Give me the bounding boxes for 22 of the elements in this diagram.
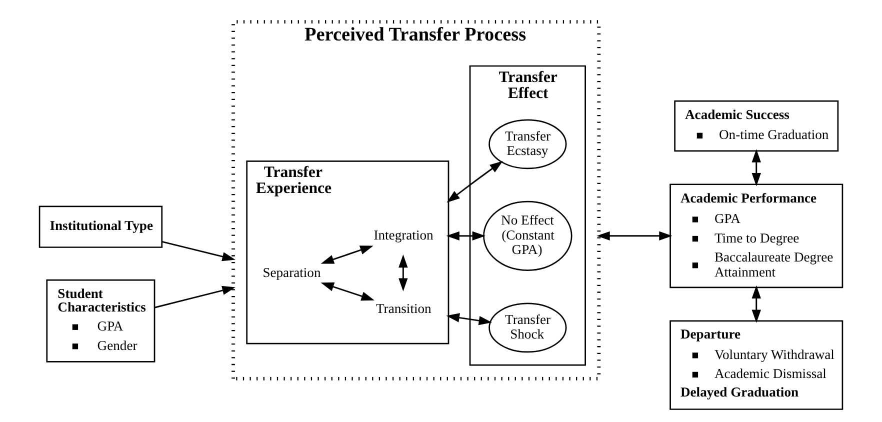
node-box: Academic Success On-time Graduation [674, 100, 839, 152]
arrow [320, 282, 374, 301]
node-ellipse: Transfer Ecstasy [488, 119, 567, 170]
arrow [446, 160, 503, 203]
arrow [154, 286, 236, 308]
node-box: Student Characteristics GPA Gender [46, 279, 156, 362]
node-box: Institutional Type [38, 206, 163, 248]
node-text: Separation [262, 264, 321, 280]
arrow [596, 231, 672, 241]
arrow [162, 240, 236, 262]
node-ellipse: Transfer Shock [488, 302, 567, 353]
node-text: Integration [374, 227, 434, 242]
arrow [446, 313, 492, 326]
node-text: Transition [376, 301, 432, 316]
node-box: Departure Voluntary Withdrawal Academic Dismissal Delayed Graduation [670, 320, 844, 410]
node-box: Academic Performance GPA Time to Degree Baccalaureate Degree Attainment [670, 184, 844, 288]
node-ellipse: No Effect (Constant GPA) [483, 200, 572, 271]
arrow [446, 231, 486, 241]
arrow [398, 254, 408, 292]
arrow [752, 149, 761, 186]
arrow [320, 246, 374, 264]
arrow [752, 285, 761, 323]
